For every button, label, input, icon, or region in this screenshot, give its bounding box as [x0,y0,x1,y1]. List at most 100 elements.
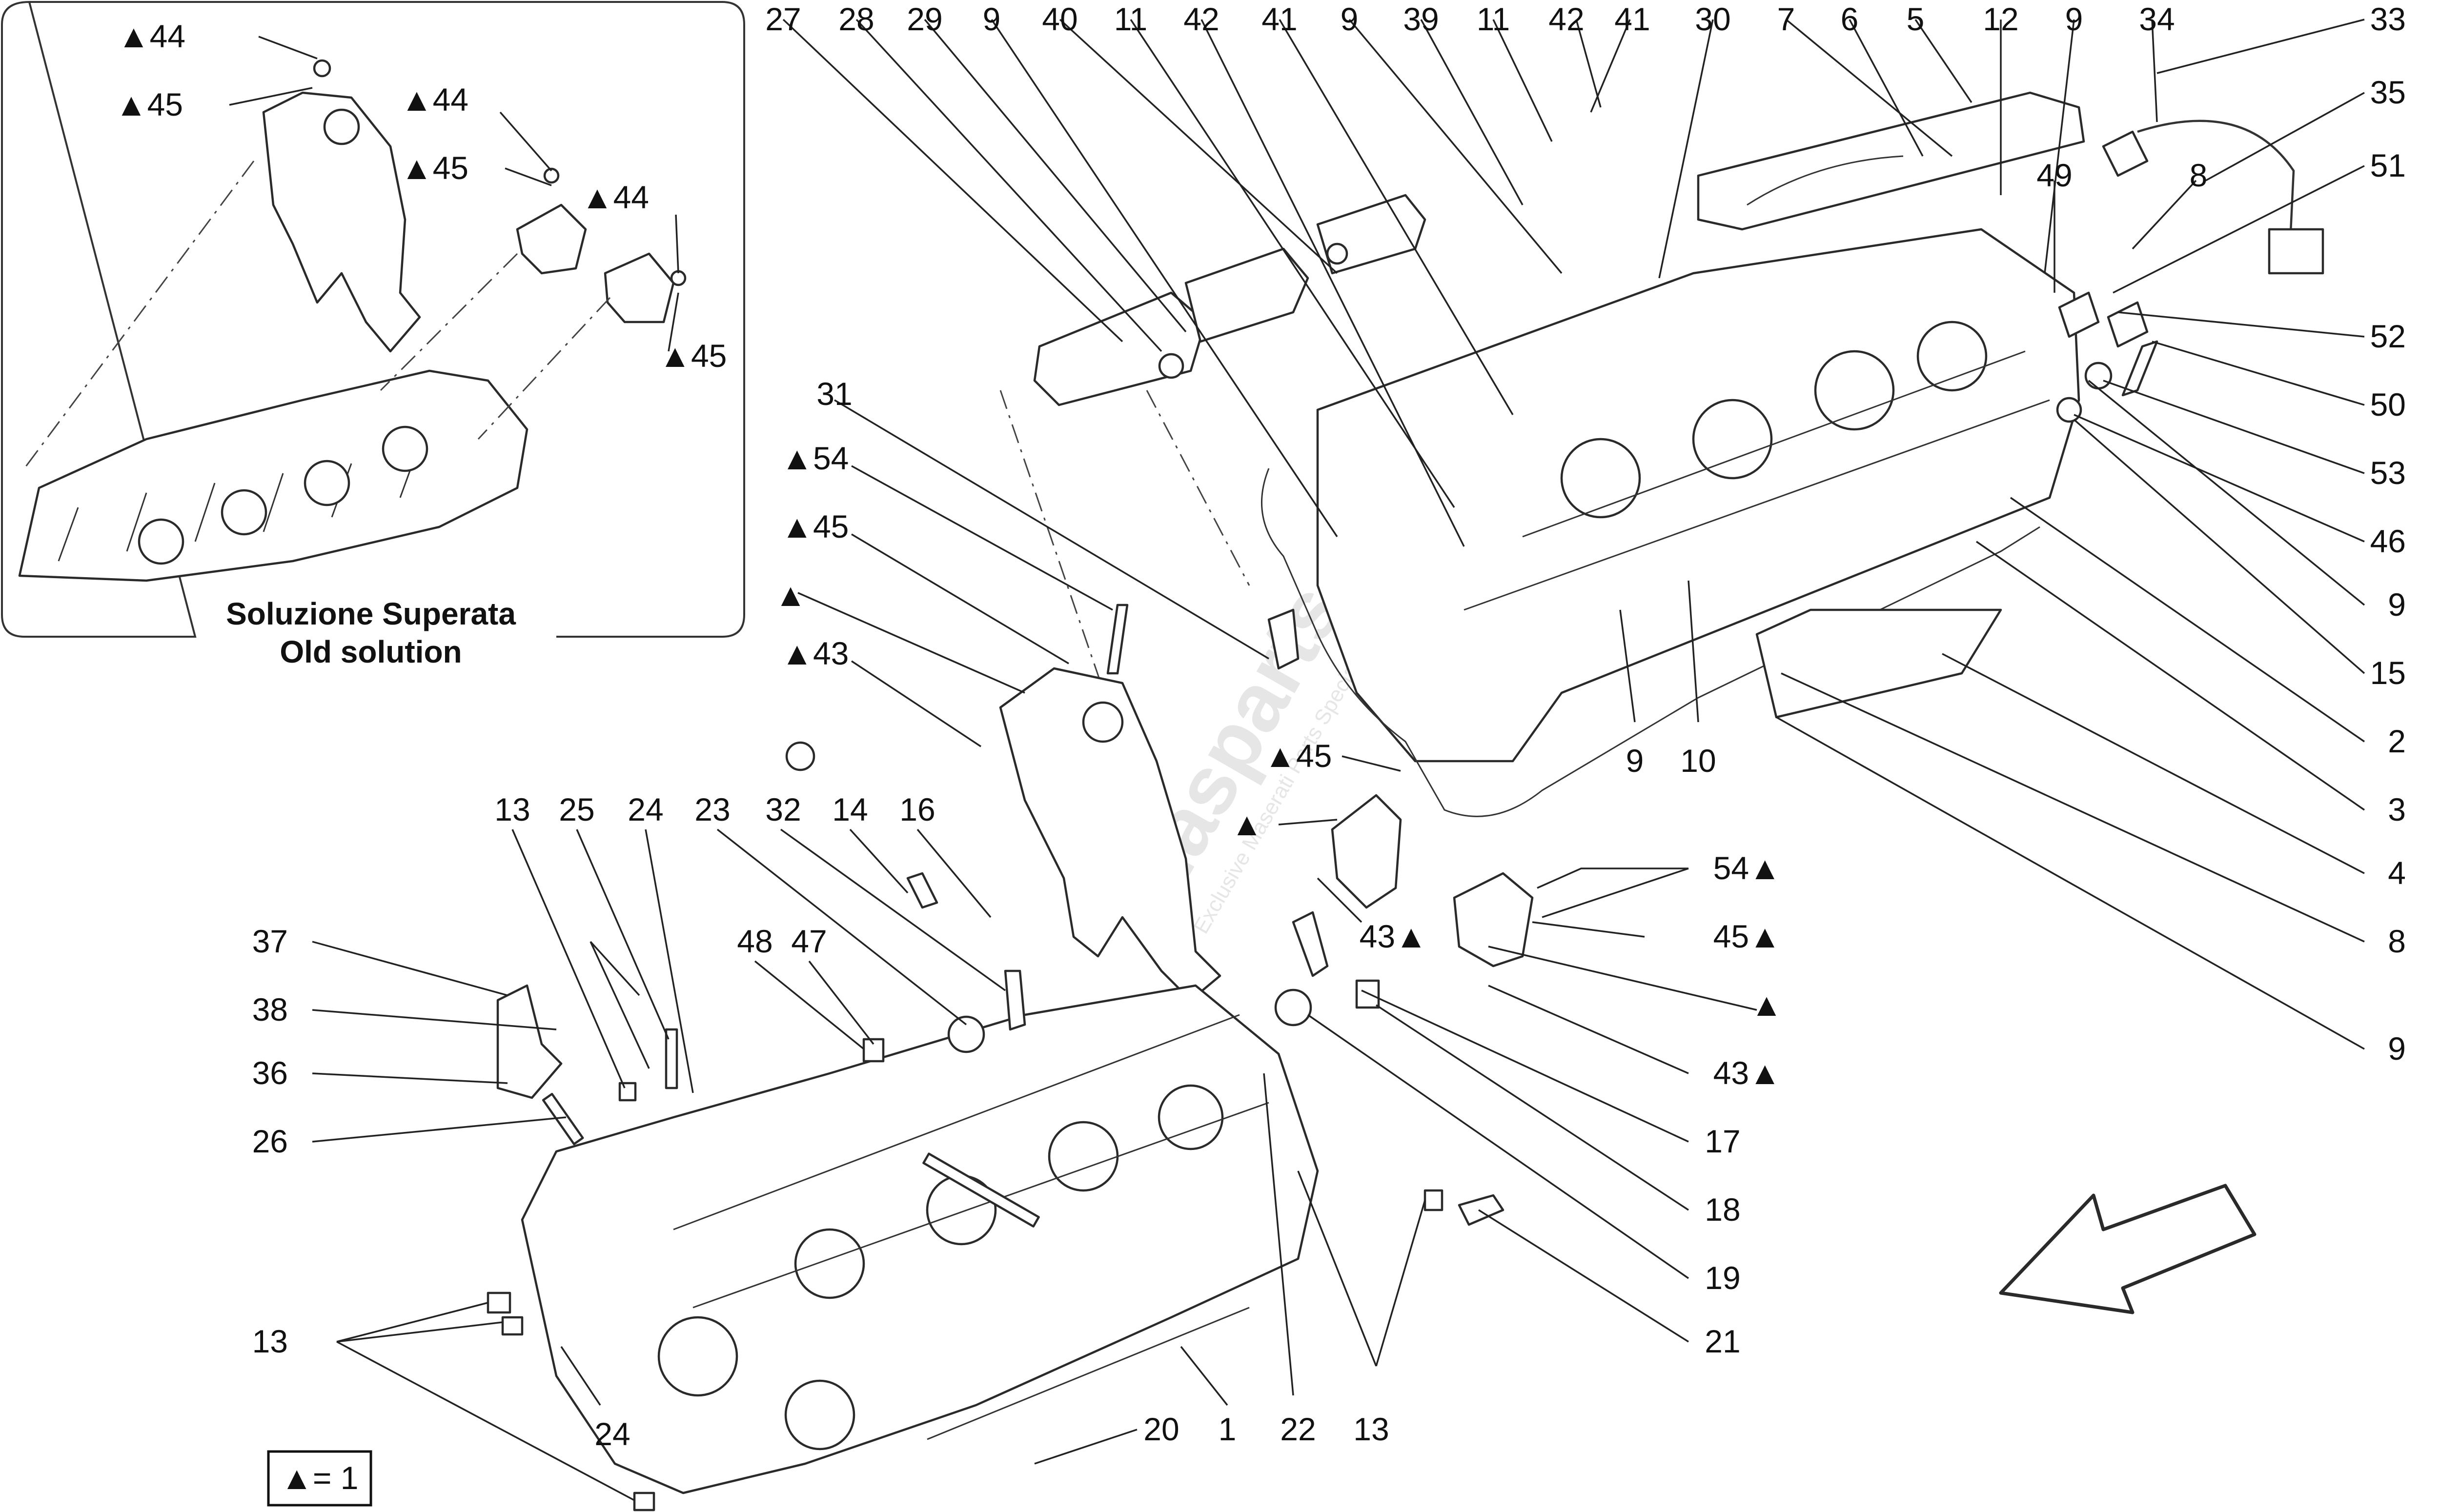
callout-c12: 12 [1983,1,2018,37]
old-solution-inset: Soluzione Superata Old solution [1,0,745,669]
callout-c50: 50 [2370,386,2406,423]
callout-c11b: 11 [1477,1,1510,37]
callout-c9b: 9 [1341,1,1359,37]
callout-c26: 26 [252,1123,288,1159]
callout-c49: 49 [2036,157,2072,193]
callout-c19: 19 [1705,1260,1740,1296]
callout-c41b: 41 [1614,1,1650,37]
callout-c6: 6 [1841,1,1859,37]
callout-c47: 47 [791,923,827,959]
callout-i44c: ▲44 [581,179,649,215]
callout-c29: 29 [907,1,942,37]
callout-c43c: 43▲ [1713,1055,1781,1091]
inset-title-it: Soluzione Superata [226,596,516,631]
legend-box: ▲= 1 [267,1450,372,1507]
callout-c45c: 45▲ [1713,918,1781,954]
inset-cylinder-head [18,369,529,582]
callout-c24b: 24 [594,1416,630,1452]
bracket-36 [496,984,563,1099]
callout-c10: 10 [1680,743,1716,779]
cam-cap-small-a [1331,794,1402,909]
callout-c37: 37 [252,923,288,959]
callout-c14: 14 [832,791,868,827]
callout-c42a: 42 [1183,1,1219,37]
cam-bearing-cap-center [785,667,1221,1002]
callout-c25: 25 [559,791,594,827]
callout-c51: 51 [2370,147,2406,183]
inset-title-en: Old solution [280,634,462,669]
callout-c45a: ▲45 [781,508,849,544]
callout-c45b: ▲45 [1264,738,1332,774]
callout-c43a: ▲43 [781,635,849,671]
callout-c7: 7 [1777,1,1795,37]
callout-c34: 34 [2139,1,2175,37]
callout-c17: 17 [1705,1123,1740,1159]
callout-c8a: 8 [2190,157,2208,193]
cylinder-head [521,984,1319,1494]
callout-ctri2: ▲ [1231,806,1262,842]
callout-c36: 36 [252,1055,288,1091]
callout-c15: 15 [2370,655,2406,691]
callout-c13c: 13 [1353,1411,1389,1447]
callout-c13a: 13 [494,791,530,827]
inset-cam-bearing-cap-large [262,91,421,353]
callout-ctri3: ▲ [1750,987,1782,1023]
callout-c5: 5 [1907,1,1925,37]
callout-i45c: ▲45 [659,338,727,374]
callout-c9d: 9 [2388,586,2406,623]
callout-c30: 30 [1695,1,1730,37]
callout-i45a: ▲45 [115,86,183,122]
callout-i44b: ▲44 [401,81,468,118]
callout-c31: 31 [816,376,852,412]
callout-c23: 23 [694,791,730,827]
callout-c4: 4 [2388,855,2406,891]
view-direction-arrow-icon [1999,1184,2257,1314]
callout-c53: 53 [2370,455,2406,491]
callout-c38: 38 [252,991,288,1028]
callout-c1: 1 [1219,1411,1237,1447]
leader-lines [229,19,2365,1501]
maserati-cover-plate [1697,91,2085,231]
inset-cam-cap-2 [604,252,675,323]
callout-c2: 2 [2388,723,2406,759]
callout-c46: 46 [2370,523,2406,559]
callout-c24a: 24 [628,791,663,827]
valve-cover [1261,228,2080,817]
legend-text: ▲= 1 [281,1460,359,1496]
camshaft-solenoid-assembly [999,194,1426,732]
callout-c33: 33 [2370,1,2406,37]
sensor-with-cable [2102,120,2324,275]
callout-c54a: ▲54 [781,440,849,476]
inset-cam-cap-1 [516,203,587,275]
callout-c48: 48 [737,923,773,959]
callout-c21: 21 [1705,1323,1740,1359]
callout-c54b: 54▲ [1713,850,1781,886]
callout-c9a: 9 [983,1,1001,37]
callout-c28: 28 [838,1,874,37]
callout-c42b: 42 [1548,1,1584,37]
callout-c11a: 11 [1114,1,1148,37]
callout-c32: 32 [765,791,801,827]
cam-cap-small-b [1453,872,1534,968]
callout-c9f: 9 [1626,743,1644,779]
callout-c22: 22 [1280,1411,1316,1447]
callout-c13b: 13 [252,1323,288,1359]
small-hardware [487,604,2002,1512]
callout-c35: 35 [2370,74,2406,110]
callout-c52: 52 [2370,318,2406,354]
callout-i45b: ▲45 [401,150,468,186]
callout-c3: 3 [2388,791,2406,827]
callout-c18: 18 [1705,1191,1740,1228]
callout-c27: 27 [765,1,801,37]
callout-c41a: 41 [1261,1,1297,37]
callout-c16: 16 [899,791,935,827]
callout-ctri1: ▲ [774,577,806,613]
callout-c43b: 43▲ [1360,918,1427,954]
callout-c9c: 9 [2065,1,2083,37]
callout-c39: 39 [1403,1,1439,37]
callout-c8b: 8 [2388,923,2406,959]
callout-c40: 40 [1042,1,1078,37]
callout-i44a: ▲44 [118,18,185,54]
